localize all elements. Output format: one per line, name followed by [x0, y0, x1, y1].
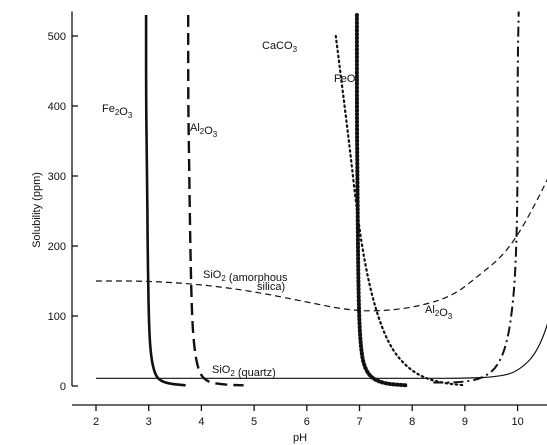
x-tick-label: 9 [462, 416, 468, 428]
curves [96, 11, 547, 388]
curve-6 [96, 323, 547, 379]
curve-2 [355, 14, 407, 387]
x-tick-label: 8 [409, 416, 415, 428]
curve-label-2: FeO [334, 73, 356, 85]
curve-0 [144, 15, 186, 387]
x-tick-label: 7 [356, 416, 362, 428]
curve-3 [334, 34, 466, 387]
curve-label-4: Al2O3 [425, 304, 453, 321]
curve-label-5: SiO2 (amorphous [203, 269, 288, 284]
x-axis-title: pH [293, 432, 307, 444]
x-tick-label: 5 [251, 416, 257, 428]
x-tick-label: 2 [93, 416, 99, 428]
y-tick-label: 0 [60, 381, 66, 393]
y-tick-label: 400 [48, 101, 66, 113]
curve-label-5-line2: silica) [257, 281, 285, 293]
y-tick-label: 100 [48, 311, 66, 323]
y-axis-title: Solubility (ppm) [31, 172, 43, 248]
curve-label-6: SiO2 (quartz) [212, 364, 276, 379]
curve-4 [433, 11, 520, 384]
x-tick-label: 3 [146, 416, 152, 428]
curve-1 [187, 15, 244, 387]
curve-label-3: CaCO3 [262, 40, 298, 54]
x-tick-label: 6 [304, 416, 310, 428]
axes: 2345678910110100200300400500 [48, 11, 547, 428]
x-tick-label: 4 [198, 416, 204, 428]
curve-5 [96, 178, 547, 312]
y-tick-label: 300 [48, 171, 66, 183]
x-tick-label: 10 [511, 416, 523, 428]
y-tick-label: 500 [48, 31, 66, 43]
curve-label-1: Al2O3 [190, 122, 218, 139]
y-tick-label: 200 [48, 241, 66, 253]
curve-2-beads [354, 13, 409, 388]
curve-label-0: Fe2O3 [102, 103, 133, 120]
